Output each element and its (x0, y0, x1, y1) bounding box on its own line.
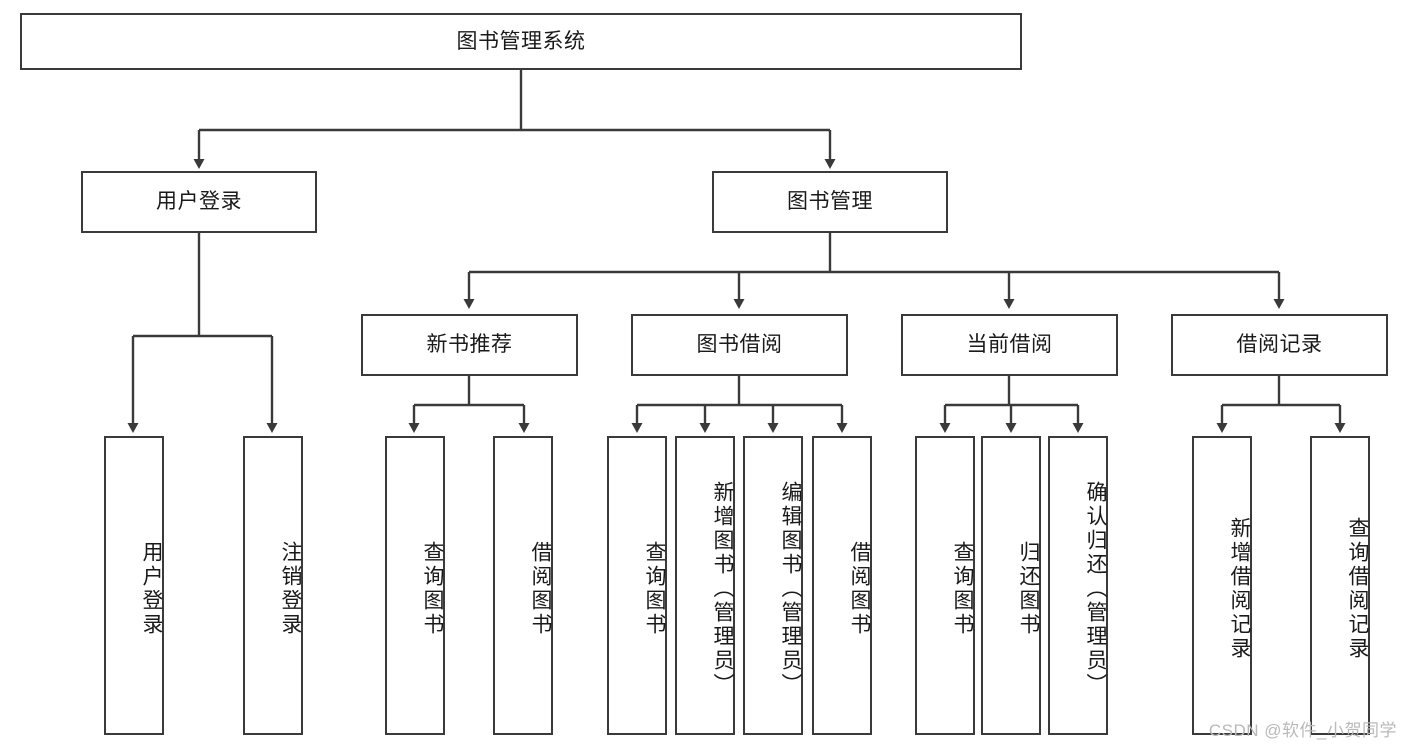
leaf-borrow-book-1[interactable]: 借阅图书 (493, 436, 553, 735)
node-new-book-recommend[interactable]: 新书推荐 (361, 314, 578, 376)
leaf-borrow-book-2-label: 借阅图书 (848, 540, 871, 637)
leaf-edit-book-label: 编辑图书（管理员） (779, 480, 802, 697)
leaf-return-book-label: 归还图书 (1017, 540, 1040, 637)
leaf-query-record-label: 查询借阅记录 (1346, 516, 1369, 661)
leaf-logout-login[interactable]: 注销登录 (243, 436, 303, 735)
node-root[interactable]: 图书管理系统 (20, 13, 1022, 70)
node-current-borrow[interactable]: 当前借阅 (901, 314, 1118, 376)
node-book-borrow-label: 图书借阅 (696, 333, 783, 357)
node-user-login-label: 用户登录 (156, 190, 242, 214)
leaf-query-book-2-label: 查询图书 (643, 540, 666, 637)
leaf-add-record-label: 新增借阅记录 (1228, 516, 1251, 661)
node-new-book-recommend-label: 新书推荐 (426, 333, 513, 357)
node-book-manage-label: 图书管理 (787, 190, 873, 214)
leaf-query-record[interactable]: 查询借阅记录 (1310, 436, 1370, 735)
leaf-confirm-return-label: 确认归还（管理员） (1084, 480, 1107, 697)
node-current-borrow-label: 当前借阅 (966, 333, 1053, 357)
leaf-query-book-1-label: 查询图书 (421, 540, 444, 637)
node-borrow-record[interactable]: 借阅记录 (1171, 314, 1388, 376)
leaf-edit-book[interactable]: 编辑图书（管理员） (743, 436, 803, 735)
leaf-confirm-return[interactable]: 确认归还（管理员） (1048, 436, 1108, 735)
leaf-query-book-1[interactable]: 查询图书 (385, 436, 445, 735)
leaf-query-book-2[interactable]: 查询图书 (607, 436, 667, 735)
leaf-add-book-label: 新增图书（管理员） (711, 480, 734, 697)
leaf-add-record[interactable]: 新增借阅记录 (1192, 436, 1252, 735)
leaf-add-book[interactable]: 新增图书（管理员） (675, 436, 735, 735)
leaf-user-login-label: 用户登录 (140, 540, 163, 637)
leaf-logout-login-label: 注销登录 (279, 540, 302, 637)
node-book-manage[interactable]: 图书管理 (712, 171, 948, 233)
leaf-borrow-book-2[interactable]: 借阅图书 (812, 436, 872, 735)
leaf-return-book[interactable]: 归还图书 (981, 436, 1041, 735)
node-borrow-record-label: 借阅记录 (1236, 333, 1323, 357)
node-root-label: 图书管理系统 (456, 29, 586, 53)
watermark: CSDN @软件_小贺同学 (1208, 721, 1397, 740)
node-user-login[interactable]: 用户登录 (81, 171, 317, 233)
node-book-borrow[interactable]: 图书借阅 (631, 314, 848, 376)
leaf-borrow-book-1-label: 借阅图书 (529, 540, 552, 637)
leaf-user-login[interactable]: 用户登录 (104, 436, 164, 735)
leaf-query-book-3[interactable]: 查询图书 (915, 436, 975, 735)
leaf-query-book-3-label: 查询图书 (951, 540, 974, 637)
